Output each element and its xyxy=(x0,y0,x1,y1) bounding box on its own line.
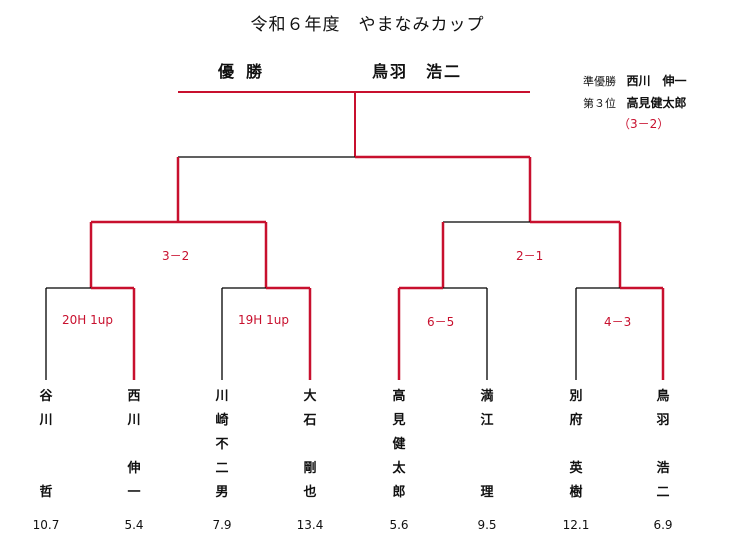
qf2-score: 19H 1up xyxy=(238,313,289,327)
semi-right-score: 2－1 xyxy=(516,249,544,263)
player-5-char-1: 高 xyxy=(392,389,406,404)
player-6: 満 江 理 xyxy=(473,385,501,505)
runner-up-label: 準優勝 xyxy=(583,75,616,88)
player-1-char-1: 谷 xyxy=(39,389,53,404)
player-8: 鳥 羽 浩 二 xyxy=(649,385,677,505)
player-3-char-1: 川 xyxy=(215,389,229,404)
qf3-score: 6－5 xyxy=(427,315,455,329)
player-5-char-4: 太 xyxy=(392,461,406,476)
player-4-char-4: 剛 xyxy=(303,461,317,476)
player-6-handicap: 9.5 xyxy=(477,518,497,532)
player-2-char-3 xyxy=(120,433,148,457)
player-7-char-2: 府 xyxy=(569,413,583,428)
player-1-char-5: 哲 xyxy=(39,485,53,500)
player-3-char-2: 崎 xyxy=(215,413,229,428)
player-4: 大 石 剛 也 xyxy=(296,385,324,505)
player-5-char-3: 健 xyxy=(392,437,406,452)
player-2-char-2: 川 xyxy=(127,413,141,428)
semi-left-score: 3－2 xyxy=(162,249,190,263)
player-8-char-5: 二 xyxy=(656,485,670,500)
player-3-char-5: 男 xyxy=(215,485,229,500)
third-place-score: （3－2） xyxy=(618,117,670,131)
player-4-char-2: 石 xyxy=(303,413,317,428)
player-7-char-1: 別 xyxy=(569,389,583,404)
player-8-char-2: 羽 xyxy=(656,413,670,428)
player-1-char-4 xyxy=(32,457,60,481)
player-4-char-1: 大 xyxy=(303,389,317,404)
player-3-char-3: 不 xyxy=(215,437,229,452)
champion-label: 優勝 xyxy=(218,62,275,81)
player-3-char-4: 二 xyxy=(215,461,229,476)
player-6-char-2: 江 xyxy=(480,413,494,428)
player-6-char-3 xyxy=(473,433,501,457)
champion-name: 鳥羽 浩二 xyxy=(372,62,463,81)
player-8-char-3 xyxy=(649,433,677,457)
player-4-handicap: 13.4 xyxy=(296,518,324,532)
runner-up-name: 西川 伸一 xyxy=(626,74,687,88)
player-1-handicap: 10.7 xyxy=(32,518,60,532)
player-2: 西 川 伸 一 xyxy=(120,385,148,505)
player-8-char-4: 浩 xyxy=(656,461,670,476)
player-5-char-5: 郎 xyxy=(392,485,406,500)
player-3-handicap: 7.9 xyxy=(212,518,232,532)
player-5: 高 見 健 太 郎 xyxy=(385,385,413,505)
player-2-char-4: 伸 xyxy=(127,461,141,476)
runner-up-row: 準優勝 西川 伸一 xyxy=(583,72,687,89)
player-1: 谷 川 哲 xyxy=(32,385,60,505)
third-place-label: 第３位 xyxy=(583,97,616,110)
qf1-score: 20H 1up xyxy=(62,313,113,327)
player-2-char-1: 西 xyxy=(127,389,141,404)
player-3: 川 崎 不 二 男 xyxy=(208,385,236,505)
player-6-char-5: 理 xyxy=(480,485,494,500)
player-4-char-5: 也 xyxy=(303,485,317,500)
player-7-char-3 xyxy=(562,433,590,457)
player-1-char-3 xyxy=(32,433,60,457)
player-8-handicap: 6.9 xyxy=(653,518,673,532)
player-7-handicap: 12.1 xyxy=(562,518,590,532)
player-7: 別 府 英 樹 xyxy=(562,385,590,505)
player-4-char-3 xyxy=(296,433,324,457)
player-5-char-2: 見 xyxy=(392,413,406,428)
page-title: 令和６年度 やまなみカップ xyxy=(250,15,485,35)
qf4-score: 4－3 xyxy=(604,315,632,329)
player-2-handicap: 5.4 xyxy=(124,518,144,532)
player-7-char-4: 英 xyxy=(569,461,583,476)
player-6-char-4 xyxy=(473,457,501,481)
player-2-char-5: 一 xyxy=(127,485,141,500)
third-place-name: 高見健太郎 xyxy=(626,96,687,110)
player-1-char-2: 川 xyxy=(39,413,53,428)
player-5-handicap: 5.6 xyxy=(389,518,409,532)
third-place-row: 第３位 高見健太郎 xyxy=(583,94,687,111)
player-7-char-5: 樹 xyxy=(569,485,583,500)
player-8-char-1: 鳥 xyxy=(656,389,670,404)
player-6-char-1: 満 xyxy=(480,389,494,404)
